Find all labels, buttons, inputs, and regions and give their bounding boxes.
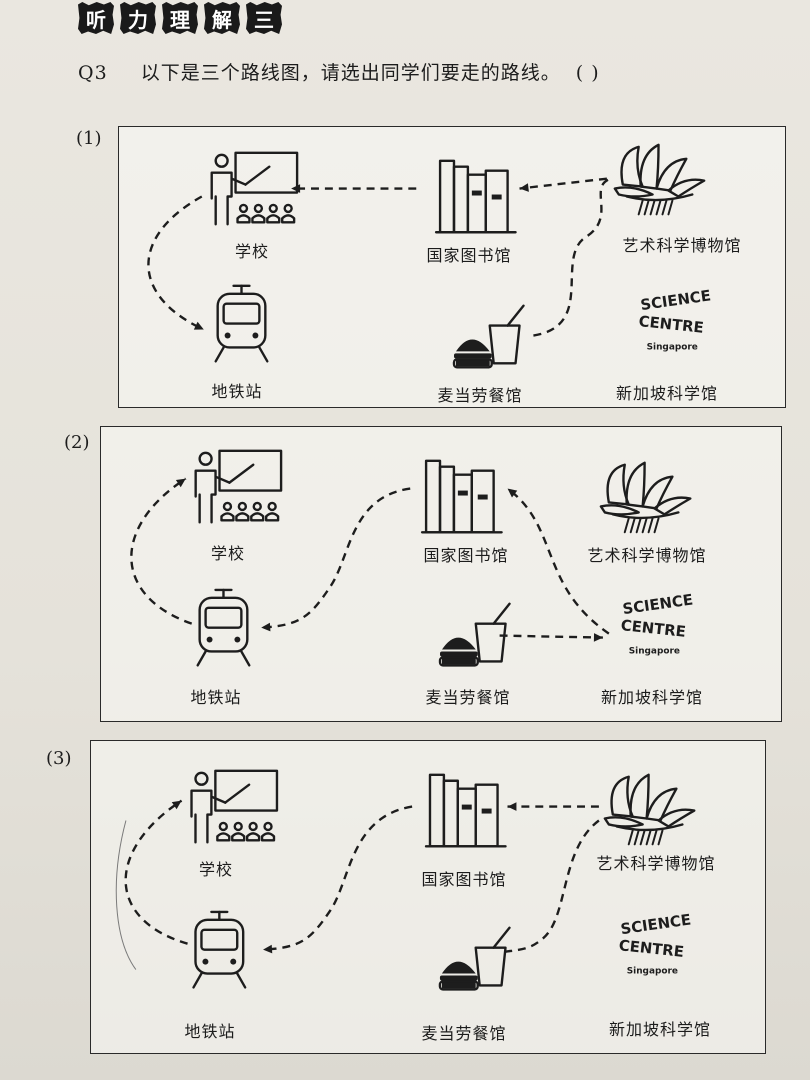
- arrowhead: [261, 622, 271, 632]
- label-museum: 艺术科学博物馆: [587, 546, 707, 565]
- mrt-train-icon: [196, 588, 251, 667]
- svg-text:CENTRE: CENTRE: [620, 616, 687, 641]
- library-icon: [420, 459, 503, 534]
- arrowhead: [263, 944, 273, 954]
- route-line-food-museum: [533, 177, 612, 337]
- banner-char: 理: [162, 2, 198, 34]
- library-icon: [424, 773, 507, 848]
- svg-text:Singapore: Singapore: [647, 342, 698, 352]
- label-library: 国家图书馆: [421, 870, 507, 889]
- label-museum: 艺术科学博物馆: [622, 236, 742, 255]
- svg-text:Singapore: Singapore: [627, 967, 678, 977]
- svg-text:Singapore: Singapore: [629, 646, 680, 656]
- label-school: 学校: [198, 860, 234, 879]
- route-arrow-science-library: [506, 487, 610, 635]
- route-arrow-library-mrt: [262, 805, 413, 951]
- label-school: 学校: [210, 544, 246, 563]
- museum-icon: [613, 143, 706, 216]
- label-museum: 艺术科学博物馆: [596, 854, 716, 873]
- svg-text:SCIENCE: SCIENCE: [621, 590, 694, 618]
- pencil-mark: [115, 820, 137, 970]
- route-arrow-school-mrt: [147, 195, 205, 331]
- school-icon: [210, 151, 299, 226]
- question-number: Q3: [78, 62, 108, 84]
- arrowhead: [171, 800, 182, 810]
- arrowhead: [175, 478, 186, 488]
- label-science-centre: 新加坡科学馆: [600, 688, 704, 707]
- svg-text:CENTRE: CENTRE: [638, 312, 705, 337]
- route-arrow-museum-library: [519, 177, 608, 190]
- banner-char: 三: [246, 2, 282, 34]
- label-science-centre: 新加坡科学馆: [608, 1020, 712, 1039]
- label-school: 学校: [234, 242, 270, 261]
- question-line: Q3 以下是三个路线图，请选出同学们要走的路线。 ( ): [78, 58, 600, 85]
- label-mcdonalds: 麦当劳餐馆: [437, 386, 523, 405]
- school-icon: [190, 769, 279, 844]
- panel-label-2: (2): [64, 432, 90, 453]
- library-icon: [434, 159, 517, 234]
- panel-label-1: (1): [76, 128, 102, 149]
- burger-drink-icon: [438, 926, 511, 991]
- arrowhead: [291, 184, 301, 193]
- banner-char: 听: [78, 2, 114, 34]
- label-mcdonalds: 麦当劳餐馆: [421, 1024, 507, 1043]
- burger-drink-icon: [452, 304, 525, 369]
- arrowhead: [519, 183, 529, 192]
- label-mrt: 地铁站: [190, 688, 242, 707]
- label-mcdonalds: 麦当劳餐馆: [425, 688, 511, 707]
- label-mrt: 地铁站: [211, 382, 263, 401]
- label-mrt: 地铁站: [184, 1022, 236, 1041]
- label-science-centre: 新加坡科学馆: [615, 384, 719, 403]
- mrt-train-icon: [214, 284, 269, 363]
- svg-text:CENTRE: CENTRE: [618, 936, 685, 961]
- arrowhead: [507, 802, 517, 811]
- arrowhead: [507, 488, 518, 498]
- mrt-train-icon: [192, 910, 247, 989]
- banner-char: 力: [120, 2, 156, 34]
- route-arrow-mrt-school: [130, 477, 193, 625]
- answer-blank[interactable]: ( ): [575, 62, 600, 84]
- label-library: 国家图书馆: [426, 246, 512, 265]
- burger-drink-icon: [438, 602, 511, 667]
- route-line-museum-food: [505, 819, 600, 953]
- panel-label-3: (3): [46, 748, 72, 769]
- museum-icon: [599, 461, 692, 534]
- museum-icon: [603, 773, 696, 846]
- school-icon: [194, 449, 283, 524]
- banner-char: 解: [204, 2, 240, 34]
- section-banner: 听 力 理 解 三: [78, 2, 282, 36]
- label-library: 国家图书馆: [423, 546, 509, 565]
- svg-text:SCIENCE: SCIENCE: [639, 286, 712, 314]
- route-arrow-library-mrt: [261, 487, 411, 629]
- arrowhead: [193, 321, 204, 330]
- arrowhead: [593, 633, 603, 642]
- svg-text:SCIENCE: SCIENCE: [619, 910, 692, 938]
- question-text: 以下是三个路线图，请选出同学们要走的路线。: [140, 62, 561, 84]
- route-arrow-food-science: [499, 634, 603, 639]
- route-arrow-mrt-school: [124, 799, 188, 945]
